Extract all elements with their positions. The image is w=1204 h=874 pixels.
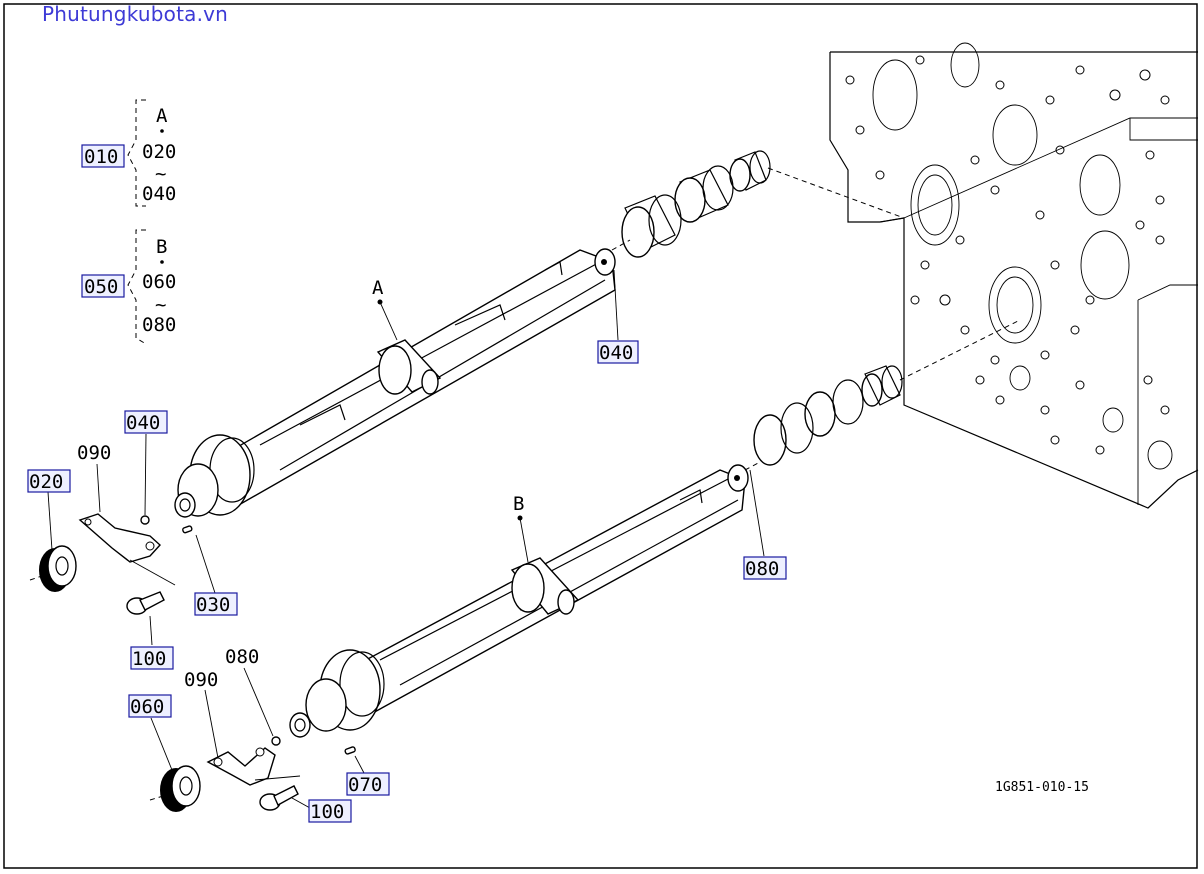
callout-box-060[interactable] <box>128 694 172 718</box>
bolt-100-upper <box>126 591 165 615</box>
group-legend-010: 010 A 020 ~ 040 <box>81 99 176 207</box>
callout-box-030[interactable] <box>194 592 238 616</box>
callout-090-upper: 090 <box>77 442 111 464</box>
callout-100-lower: 100 <box>310 801 344 823</box>
group-b-letter: B <box>156 236 167 258</box>
callout-020: 020 <box>29 471 63 493</box>
callout-box-080-right[interactable] <box>743 556 787 580</box>
range-tilde: ~ <box>155 294 166 316</box>
balancer-shaft-a <box>174 239 631 518</box>
callout-010: 010 <box>84 146 118 168</box>
small-parts-upper <box>29 513 193 615</box>
leader-lines <box>47 269 765 809</box>
callout-080-lower: 080 <box>225 646 259 668</box>
assembly-label-b: B <box>513 493 524 515</box>
drawing-reference-code: 1G851-010-15 <box>995 780 1089 795</box>
balancer-shaft-b <box>289 461 761 738</box>
callout-080-right: 080 <box>745 558 779 580</box>
callout-box-010[interactable] <box>81 144 125 168</box>
engine-block <box>829 42 1199 509</box>
diagram-frame <box>3 3 1198 869</box>
callout-box-050[interactable] <box>81 274 125 298</box>
range-to-080: 080 <box>142 314 176 336</box>
callout-box-040-right[interactable] <box>597 340 639 364</box>
assembly-label-a: A <box>372 277 384 299</box>
callout-090-lower: 090 <box>184 669 218 691</box>
callout-040-left: 040 <box>126 412 160 434</box>
callout-060: 060 <box>130 696 164 718</box>
bushing-set-lower <box>753 319 1021 466</box>
callout-040-right: 040 <box>599 342 633 364</box>
gear-060 <box>149 765 201 812</box>
callout-box-070[interactable] <box>346 772 390 796</box>
callout-box-100-lower[interactable] <box>308 799 352 823</box>
small-parts-lower <box>149 736 356 812</box>
bolt-100-lower <box>259 785 299 811</box>
callout-100-upper: 100 <box>132 648 166 670</box>
range-tilde: ~ <box>155 163 166 185</box>
group-legend-050: 050 B 060 ~ 080 <box>81 229 176 345</box>
range-to-040: 040 <box>142 183 176 205</box>
gear-020 <box>29 545 77 592</box>
range-from-060: 060 <box>142 271 176 293</box>
callout-box-040-left[interactable] <box>124 410 168 434</box>
callout-box-020[interactable] <box>27 469 71 493</box>
callout-070: 070 <box>348 774 382 796</box>
bullet-dot <box>160 260 164 264</box>
bushing-set-upper <box>621 150 905 258</box>
range-from-020: 020 <box>142 141 176 163</box>
callout-030: 030 <box>196 594 230 616</box>
callout-box-100-upper[interactable] <box>130 646 174 670</box>
callout-050: 050 <box>84 276 118 298</box>
bullet-dot <box>160 129 164 133</box>
site-watermark: Phutungkubota.vn <box>42 2 229 26</box>
group-a-letter: A <box>156 105 168 127</box>
